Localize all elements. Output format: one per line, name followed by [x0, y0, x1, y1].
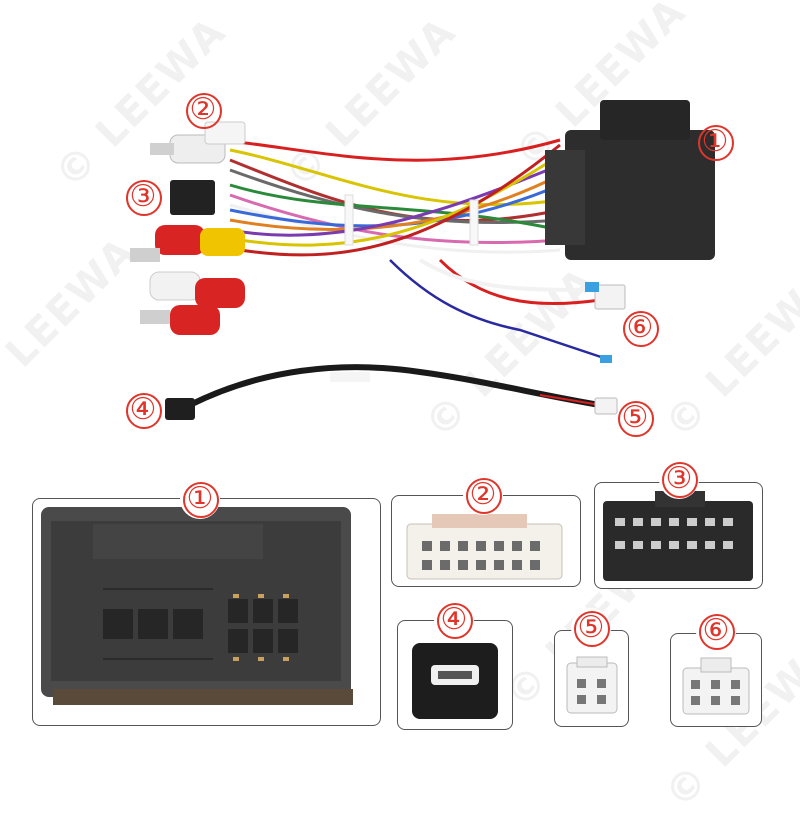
callout-4-detail: ④ [434, 600, 474, 640]
connector-4-plug [165, 398, 195, 420]
rca-plugs [130, 134, 245, 335]
callout-6-detail: ⑥ [696, 611, 736, 651]
callout-1-detail: ① [180, 479, 220, 519]
wiring-harness-illustration [130, 100, 715, 420]
callout-3-detail: ③ [659, 459, 699, 499]
callout-5: ⑤ [615, 398, 655, 438]
cable-label [330, 372, 370, 382]
callout-2: ② [183, 90, 223, 130]
connector-3-plug [170, 180, 215, 215]
callout-3: ③ [123, 177, 163, 217]
wire-bundle [219, 138, 561, 257]
detail-box-1 [32, 498, 381, 726]
connector-6-plug [594, 284, 626, 310]
connector-2-closeup [406, 514, 563, 580]
callout-6: ⑥ [620, 308, 660, 348]
callout-1: ① [695, 122, 735, 162]
connector-5-plug [594, 397, 618, 415]
callout-2-detail: ② [463, 475, 503, 515]
connector-5-closeup [566, 656, 618, 714]
main-connector-1 [545, 100, 715, 260]
main-connector-closeup [41, 507, 353, 705]
callout-5-detail: ⑤ [571, 608, 611, 648]
callout-4: ④ [123, 390, 163, 430]
detail-box-3 [594, 482, 763, 589]
connector-4-closeup [412, 643, 498, 719]
connector-3-closeup [603, 491, 753, 581]
connector-6-closeup [682, 657, 750, 715]
